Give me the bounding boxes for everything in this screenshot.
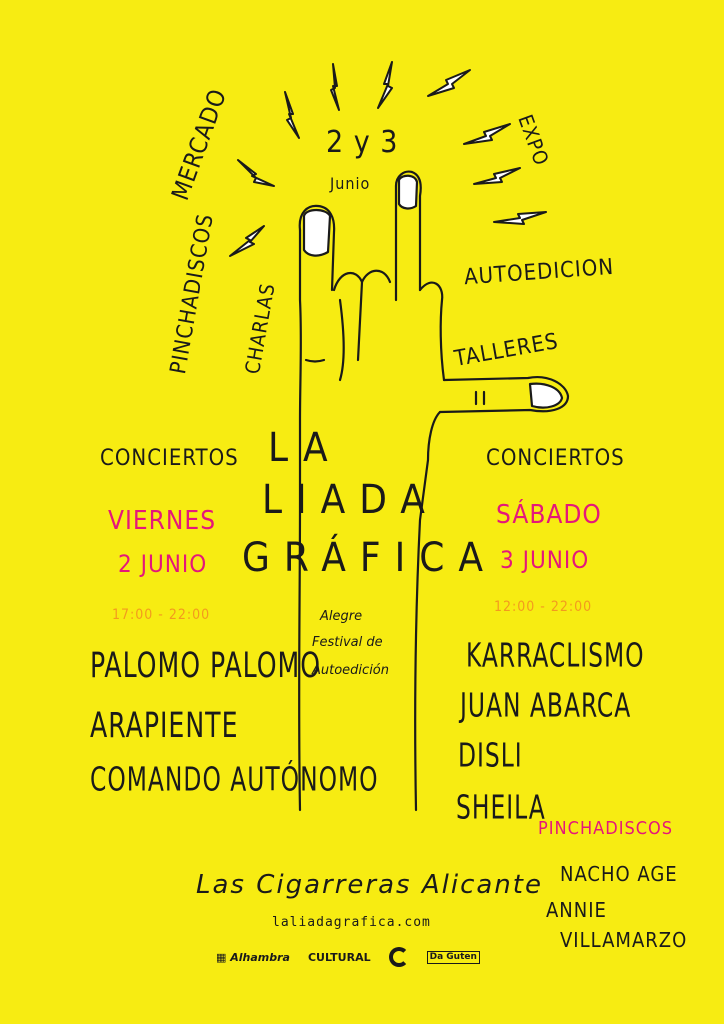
title-line-2: LIADA	[262, 477, 439, 523]
lightning-bolt-icon	[237, 159, 275, 187]
saturday-band: JUAN ABARCA	[460, 687, 632, 725]
lightning-bolt-icon	[229, 225, 265, 257]
lightning-bolt-icon	[330, 63, 340, 111]
centro-cultural-logo-icon	[388, 947, 409, 967]
saturday-band: SHEILA	[456, 789, 546, 827]
lightning-bolt-icon	[377, 61, 393, 109]
alhambra-mark-icon: ▦	[216, 950, 227, 964]
friday-band: PALOMO PALOMO	[90, 644, 322, 686]
friday-day: VIERNES	[108, 506, 217, 536]
dj-name: ANNIE	[546, 898, 607, 922]
subtitle-line-3: Autoedición	[312, 663, 389, 678]
title-line-3: GRÁFICA	[242, 535, 497, 581]
friday-time: 17:00 - 22:00	[112, 607, 211, 623]
saturday-band: DISLI	[458, 737, 523, 775]
friday-band: COMANDO AUTÓNOMO	[90, 761, 379, 799]
lightning-bolt-icon	[463, 123, 511, 145]
subtitle-line-2: Festival de	[312, 635, 383, 650]
cultural-logo: CULTURAL	[307, 950, 371, 964]
subtitle-line-1: Alegre	[320, 609, 363, 624]
saturday-time: 12:00 - 22:00	[494, 599, 593, 615]
dj-heading: PINCHADISCOS	[538, 818, 674, 839]
saturday-heading: CONCIERTOS	[486, 446, 625, 471]
lightning-bolt-icon	[473, 167, 521, 185]
website-link[interactable]: laliadagrafica.com	[272, 915, 431, 930]
festival-days: 2 y 3	[326, 125, 399, 160]
venue: Las Cigarreras Alicante	[196, 870, 543, 900]
saturday-date: 3 JUNIO	[500, 546, 590, 574]
saturday-day: SÁBADO	[496, 500, 602, 530]
festival-month: Junio	[330, 174, 371, 193]
lightning-bolt-icon	[427, 69, 471, 97]
saturday-band: KARRACLISMO	[466, 637, 645, 675]
da-guten-logo: Da Guten	[426, 950, 480, 964]
title-line-1: LA	[268, 425, 342, 471]
friday-date: 2 JUNIO	[118, 550, 208, 578]
dj-name: NACHO AGE	[560, 862, 678, 886]
alhambra-logo: ▦ Alhambra	[216, 950, 290, 964]
lightning-bolt-icon	[284, 91, 300, 139]
sponsor-logos: ▦ Alhambra CULTURAL Da Guten	[216, 944, 486, 970]
friday-heading: CONCIERTOS	[100, 446, 239, 471]
lightning-bolt-icon	[493, 211, 547, 225]
friday-band: ARAPIENTE	[90, 704, 239, 746]
dj-name: VILLAMARZO	[560, 928, 688, 952]
